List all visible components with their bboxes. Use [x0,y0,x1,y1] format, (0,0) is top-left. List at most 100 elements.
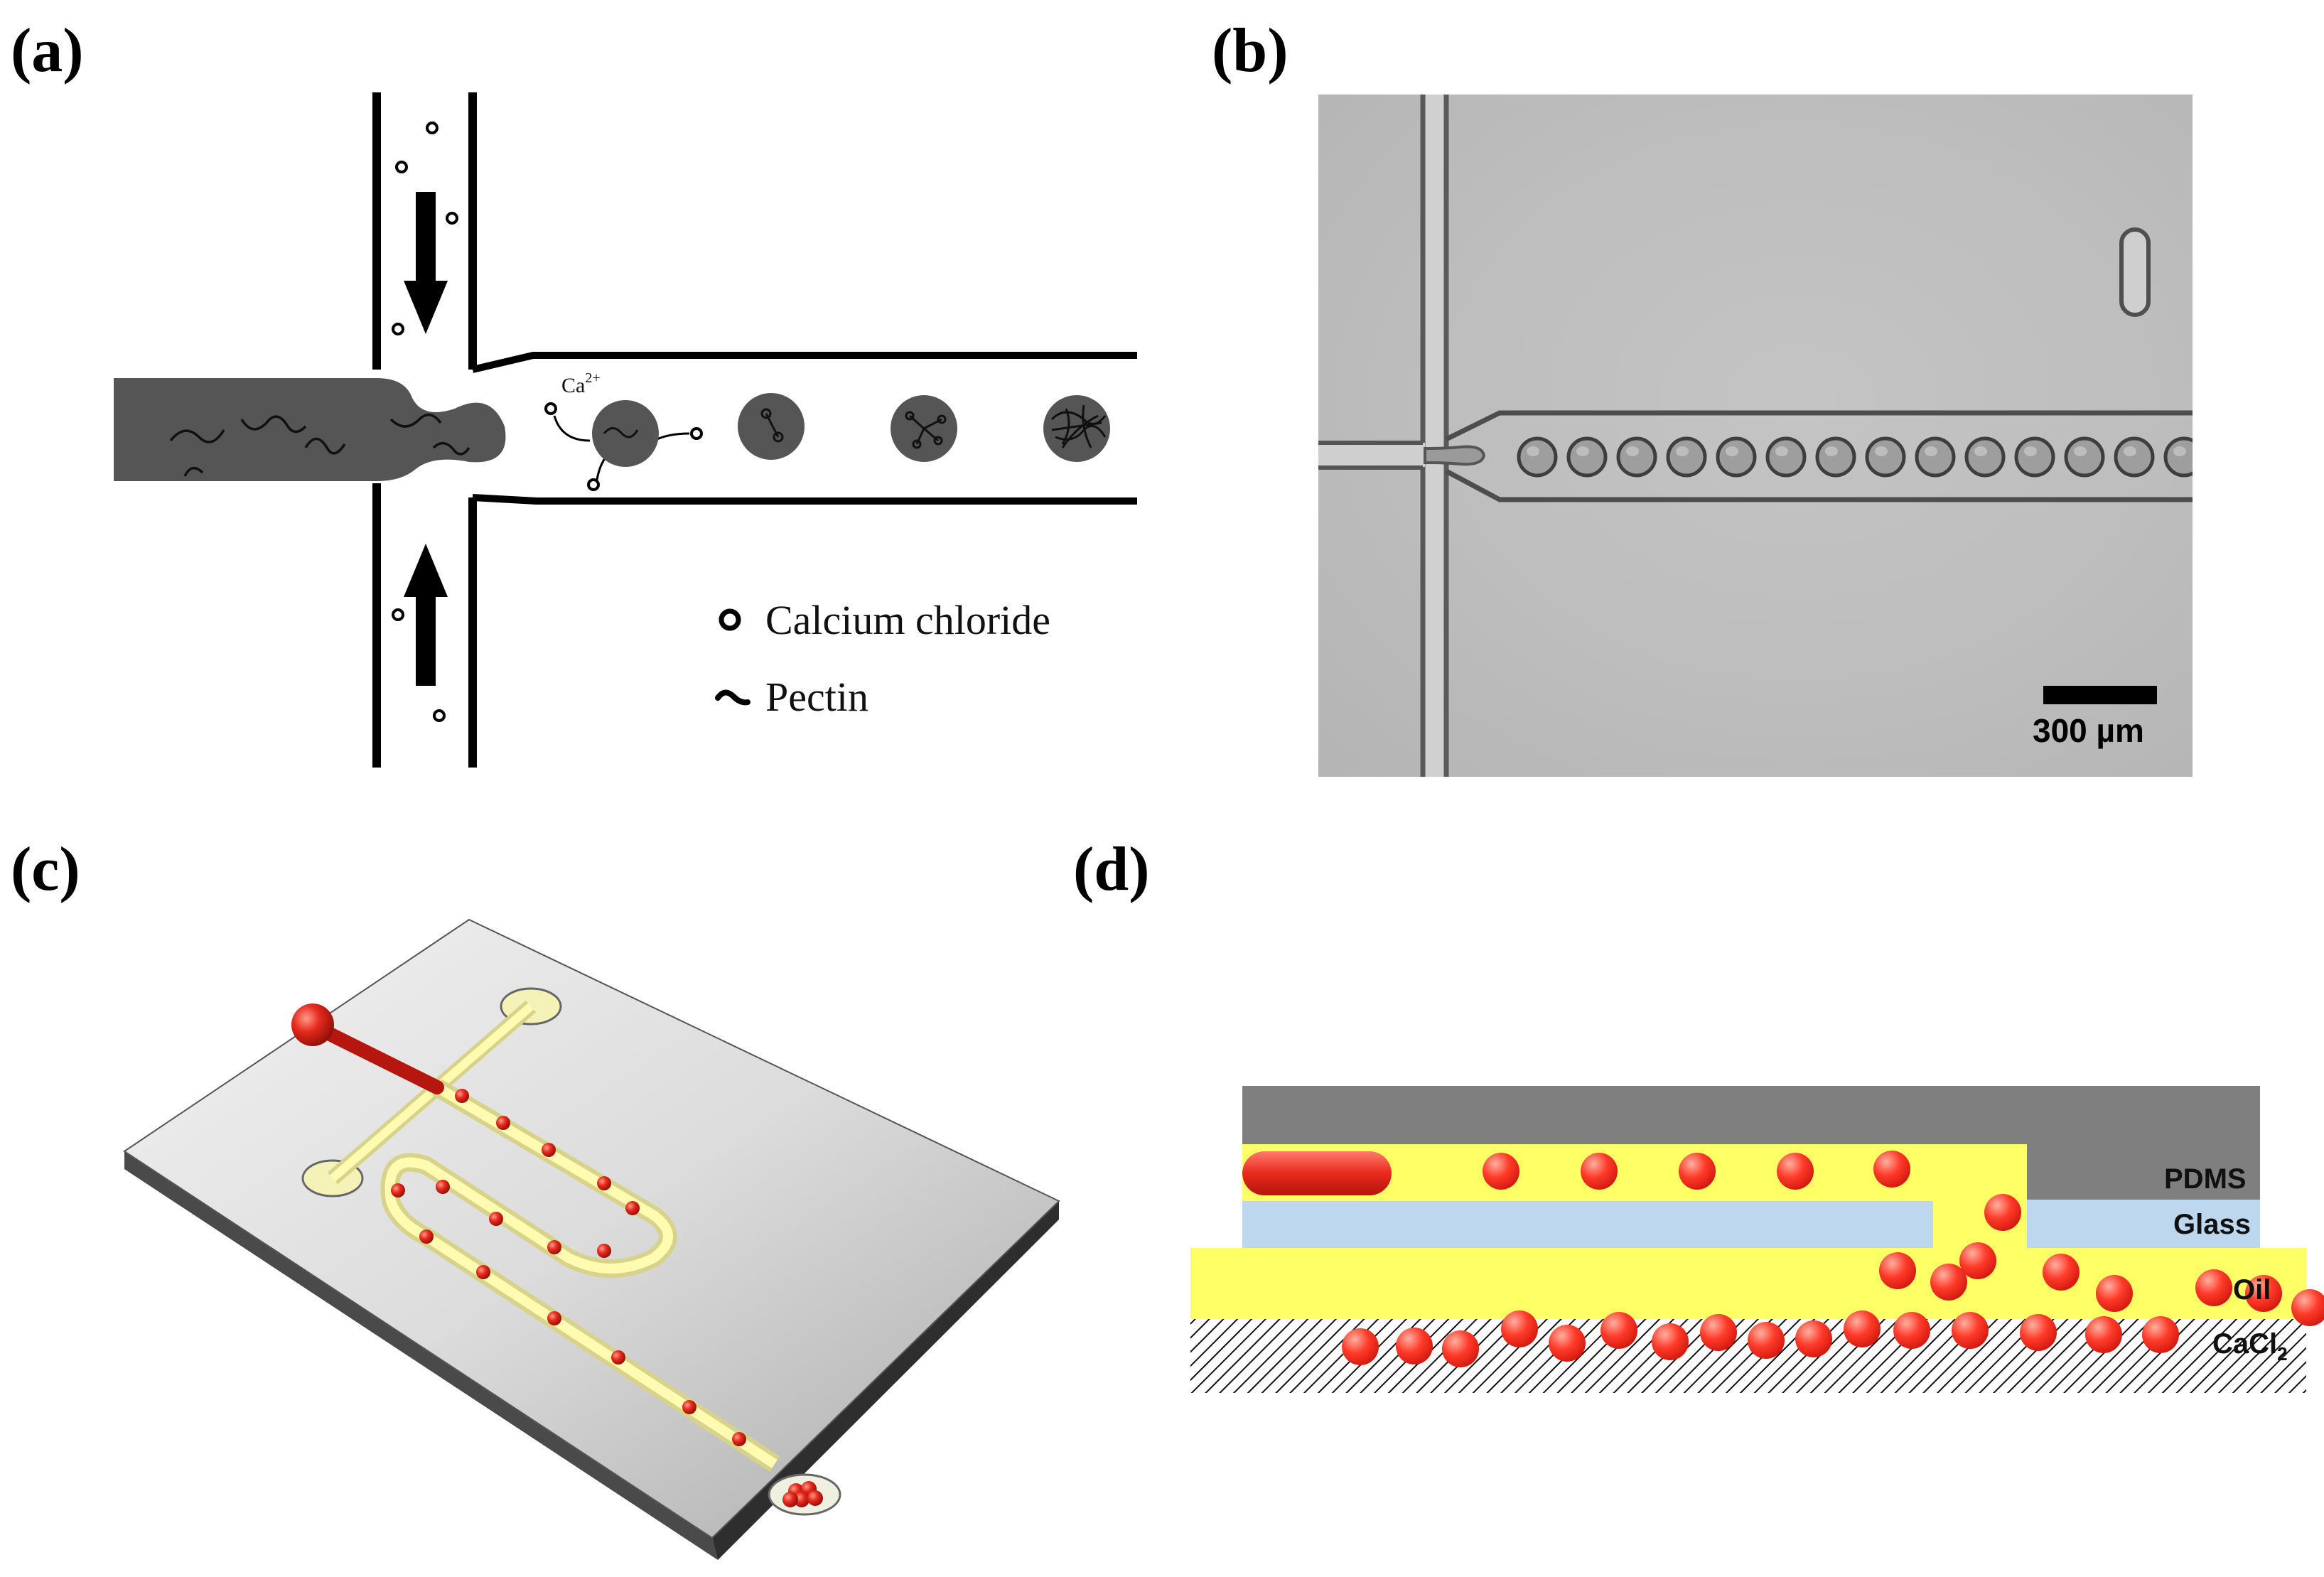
stack-droplet [1959,1242,1996,1279]
chip-droplet [547,1311,561,1325]
glass-label: Glass [2173,1209,2251,1240]
stack-droplet [1984,1194,2021,1231]
stack-droplet [1795,1320,1832,1357]
stack-droplet [1777,1153,1814,1190]
chip-droplet [391,1183,405,1197]
stack-droplet [2142,1316,2179,1353]
stack-droplet [1483,1153,1519,1190]
micro-droplet [2163,436,2193,478]
micro-droplet [1716,436,1757,478]
legend-pectin: Pectin [715,674,868,720]
micro-droplet-highlight [1974,446,1987,456]
micro-droplet-highlight [1726,446,1738,456]
legend-calcium-chloride-text: Calcium chloride [765,597,1050,643]
oil-layer [1190,1248,2306,1319]
chip-droplet [455,1089,469,1103]
legend-calcium-chloride: Calcium chloride [719,597,1050,643]
stack-droplet [1679,1153,1716,1190]
stack-droplet [1581,1153,1618,1190]
droplet-1 [592,400,659,467]
panel-a-schematic: Ca2+ Calciu [114,92,1137,768]
chip-droplet [611,1350,625,1365]
stack-droplet [1601,1312,1637,1349]
collected-droplets [782,1481,823,1507]
micro-droplet [2014,436,2055,478]
pdms-label: PDMS [2164,1163,2247,1195]
stack-droplet [1652,1323,1689,1360]
stack-droplet [1952,1312,1989,1349]
stack-droplet [1396,1328,1433,1365]
panel-b-micrograph: 300 µm [1318,95,2193,777]
stack-droplet [1442,1330,1479,1367]
chip-droplet [476,1265,490,1279]
ca-ion-label: Ca2+ [561,370,601,397]
stack-droplet [2043,1254,2080,1291]
stack-droplet [1700,1314,1737,1351]
panel-d-label: (d) [1073,835,1150,904]
stack-droplet [1893,1312,1930,1349]
stack-droplet [1748,1322,1785,1359]
micro-droplet [1666,436,1707,478]
stack-droplet [2020,1314,2057,1351]
panel-b-label: (b) [1212,16,1289,85]
micro-droplet [1915,436,1956,478]
micro-droplet-highlight [1527,446,1539,456]
stack-droplet [2085,1316,2122,1353]
up-arrow-icon [404,544,448,686]
oil-label: Oil [2233,1274,2271,1306]
micro-droplet [1566,436,1608,478]
stack-droplet [1873,1151,1910,1188]
chip-droplet [436,1180,450,1194]
micro-droplet [1765,436,1807,478]
stack-droplet [1342,1328,1379,1365]
stack-droplet [1844,1310,1881,1347]
chip-droplet [732,1432,746,1446]
chip-droplet [419,1229,434,1244]
micro-droplet-highlight [1676,446,1689,456]
micro-droplet-highlight [2124,446,2136,456]
chip-droplet [597,1244,611,1258]
micro-droplet [1865,436,1906,478]
micro-droplet [2064,436,2105,478]
down-arrow-icon [404,192,448,334]
stack-droplet [1930,1264,1967,1301]
squiggle-icon [715,689,751,706]
micro-droplet-highlight [2074,446,2087,456]
scale-bar [2043,686,2157,704]
micro-droplet-highlight [1825,446,1838,456]
micro-droplet [1517,436,1558,478]
panel-c-label: (c) [11,835,80,904]
micro-droplet-highlight [1875,446,1888,456]
stack-droplet [1549,1325,1586,1362]
legend-pectin-text: Pectin [765,674,868,720]
pectin-plug [1242,1151,1392,1195]
stack-droplet [2245,1275,2282,1312]
chip-droplet [542,1143,556,1157]
micro-droplet-highlight [1925,446,1937,456]
micro-droplet [1964,436,2006,478]
micro-droplets [1517,436,2193,478]
stack-droplets [1342,1151,2324,1367]
chip-droplet [682,1400,696,1414]
chip-droplet [597,1176,611,1190]
cacl2-label: CaCl2 [2212,1328,2288,1365]
micro-droplet-highlight [2173,446,2186,456]
micro-droplet [1815,436,1856,478]
stack-droplet [2096,1275,2133,1312]
stack-droplet [2195,1269,2232,1306]
chip-droplet [547,1240,561,1254]
droplet-3 [891,395,957,462]
micro-droplet [2114,436,2155,478]
droplet-2 [738,393,805,460]
micro-droplet-highlight [2024,446,2037,456]
micro-droplet-highlight [1775,446,1788,456]
panel-a-label: (a) [11,16,84,85]
stack-droplet [1501,1310,1538,1347]
panel-c-chip [123,918,1060,1560]
chip-droplets [391,1089,746,1446]
stack-droplet [1879,1252,1916,1289]
chip-droplet [625,1201,640,1215]
circle-icon [719,608,741,631]
droplet-4 [1043,395,1110,462]
scale-bar-label: 300 µm [2033,712,2144,749]
